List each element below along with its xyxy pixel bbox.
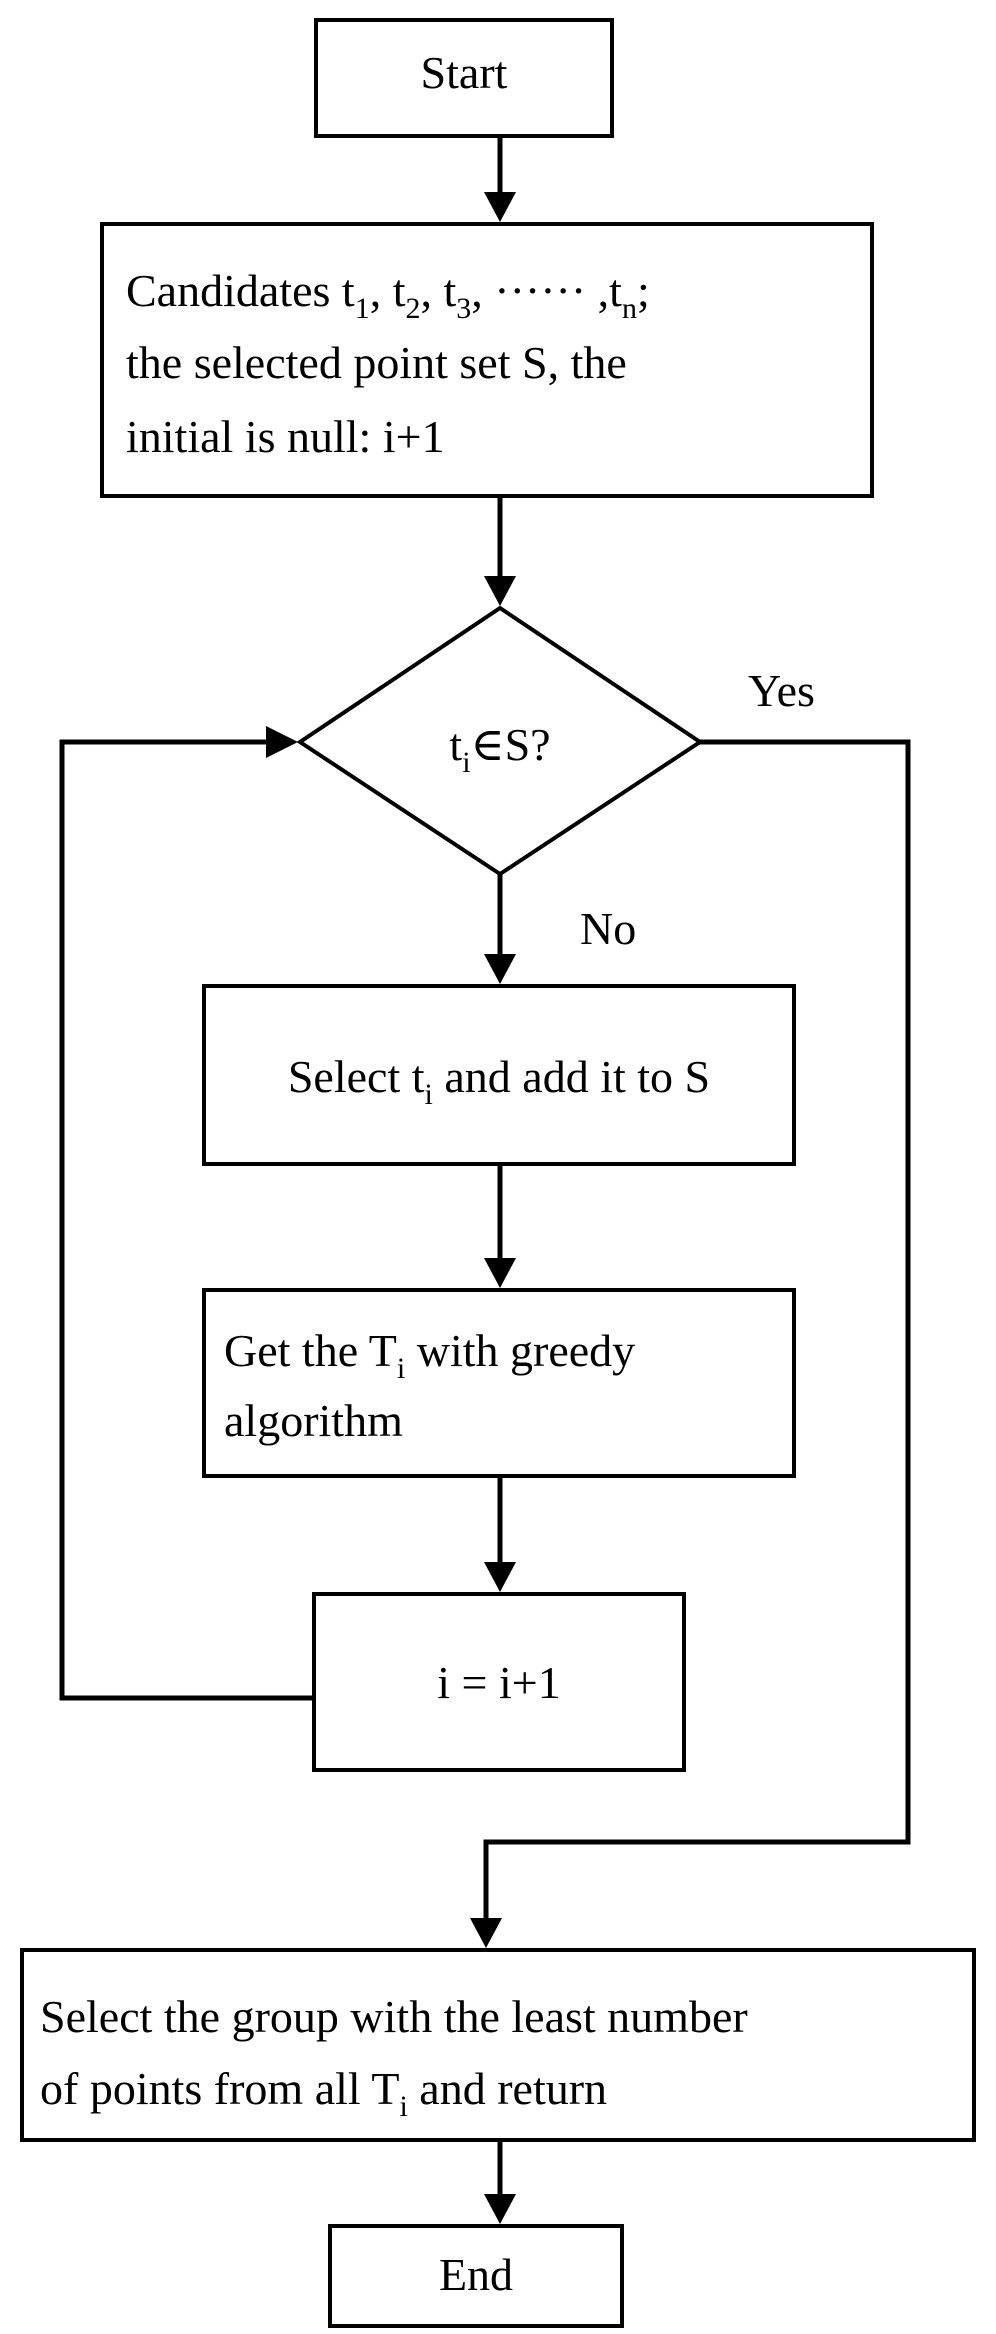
greedy-line-1: Get the Ti with greedy	[224, 1325, 635, 1385]
result-line-1: Select the group with the least number	[40, 1991, 748, 2042]
start-node: Start	[314, 18, 614, 138]
arrowhead-start-init	[484, 192, 516, 222]
result-node: Select the group with the least number o…	[20, 1948, 976, 2142]
arrowhead-select-greedy	[484, 1258, 516, 1288]
arrowhead-init-decision	[484, 576, 516, 606]
end-label: End	[439, 2249, 513, 2300]
greedy-node: Get the Ti with greedy algorithm	[202, 1288, 796, 1478]
select-label: Select ti and add it to S	[288, 1051, 710, 1111]
init-line-3: initial is null: i+1	[126, 411, 445, 462]
arrowhead-decision-select	[484, 954, 516, 984]
greedy-line-2: algorithm	[224, 1395, 403, 1446]
no-label: No	[580, 903, 636, 954]
init-line-2: the selected point set S, the	[126, 337, 627, 388]
arrowhead-yes-result	[470, 1918, 502, 1948]
start-label: Start	[421, 47, 508, 98]
increment-node: i = i+1	[312, 1592, 686, 1772]
result-line-2: of points from all Ti and return	[40, 2063, 607, 2123]
init-line-1: Candidates t1, t2, t3, ······ ,tn;	[126, 265, 650, 325]
edge-decision-yes	[483, 739, 911, 1922]
decision-label: ti∈S?	[449, 719, 550, 779]
arrowhead-greedy-increment	[484, 1562, 516, 1592]
end-node: End	[328, 2224, 624, 2328]
arrowhead-result-end	[484, 2194, 516, 2224]
yes-label: Yes	[748, 665, 815, 716]
increment-label: i = i+1	[437, 1657, 560, 1708]
decision-node: ti∈S?	[296, 605, 704, 877]
init-node: Candidates t1, t2, t3, ······ ,tn; the s…	[100, 222, 874, 498]
arrowhead-loop-decision	[266, 726, 298, 758]
edge-loop-back	[59, 739, 314, 1701]
select-node: Select ti and add it to S	[202, 984, 796, 1166]
